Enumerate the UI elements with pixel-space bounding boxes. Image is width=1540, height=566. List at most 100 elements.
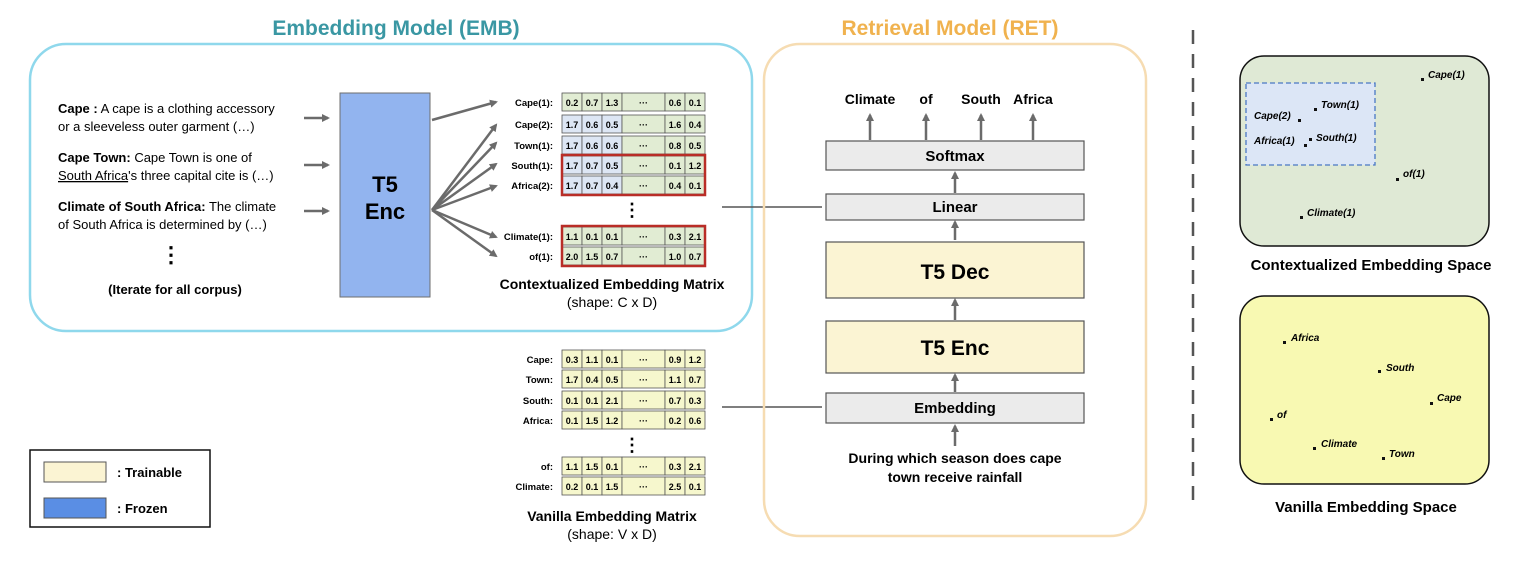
docs-vdots: ⋮ <box>160 242 182 267</box>
ctx-matrix-cell-value: 0.6 <box>669 98 682 108</box>
t5-encoder-label-2: Enc <box>365 199 405 224</box>
van-matrix-row-label: Africa: <box>523 416 553 427</box>
vanilla-point-town: Town <box>1382 449 1415 460</box>
t5-encoder-ret-label: T5 Enc <box>921 337 990 360</box>
ctx-matrix-cell-value: 1.7 <box>566 120 579 130</box>
ctx-matrix-cell-value: 0.8 <box>669 141 682 151</box>
legend-trainable-label: : Trainable <box>117 465 182 480</box>
output-token-south: South <box>961 91 1001 107</box>
svg-text:Cape(1): Cape(1) <box>1428 70 1465 81</box>
vanilla-space-title: Vanilla Embedding Space <box>1275 499 1457 516</box>
vanilla-space <box>1239 295 1490 485</box>
embedding-layer <box>825 392 1085 424</box>
van-matrix-cell-value: ··· <box>639 462 648 472</box>
ctx-matrix-row-label: of(1): <box>529 252 553 263</box>
van-matrix-cell <box>684 390 706 410</box>
ctx-matrix-cell-value: 0.4 <box>689 120 702 130</box>
vanilla-point-south: South <box>1378 363 1414 374</box>
svg-text:Town(1): Town(1) <box>1321 100 1360 111</box>
van-matrix-title: Vanilla Embedding Matrix <box>527 508 697 524</box>
van-matrix-cell-value: 0.7 <box>689 375 702 385</box>
van-matrix-cell-value: 0.7 <box>669 396 682 406</box>
ret-panel <box>762 42 1148 538</box>
van-matrix-cell-value: 1.5 <box>586 416 599 426</box>
ctx-matrix-cell-value: 0.3 <box>669 232 682 242</box>
legend-frozen-label: : Frozen <box>117 501 168 516</box>
van-matrix-cell-value: 0.1 <box>566 416 579 426</box>
svg-text:Cape : A cape is a clothing ac: Cape : A cape is a clothing accessory <box>58 101 275 116</box>
encoder-arrows <box>431 99 498 258</box>
van-matrix-cell-value: 0.2 <box>566 482 579 492</box>
t5-encoder-trainable <box>825 320 1085 374</box>
doc-cape: Cape : A cape is a clothing accessory or… <box>58 101 275 134</box>
ctx-matrix-cell-value: ··· <box>639 161 648 171</box>
output-token-africa: Africa <box>1013 91 1053 107</box>
svg-text:or a sleeveless outer garment: or a sleeveless outer garment (…) <box>58 119 255 134</box>
ctx-matrix-cell-value: 0.2 <box>566 98 579 108</box>
doc-cape-town: Cape Town: Cape Town is one of South Afr… <box>58 150 274 183</box>
svg-text:of South Africa is determined: of South Africa is determined by (…) <box>58 217 267 232</box>
van-matrix-cell-value: 1.7 <box>566 375 579 385</box>
emb-panel <box>28 42 754 333</box>
ctx-point-of1: of(1) <box>1396 169 1425 181</box>
svg-text:South(1): South(1) <box>1316 133 1357 144</box>
van-matrix-cell-value: 1.5 <box>586 462 599 472</box>
van-matrix-cell <box>684 369 706 389</box>
van-matrix-cell-value: 1.1 <box>566 462 579 472</box>
ctx-matrix-cell-value: 0.6 <box>586 120 599 130</box>
svg-text:of(1): of(1) <box>1403 169 1425 180</box>
van-matrix-cell <box>684 456 706 476</box>
van-matrix-cell-value: 0.1 <box>586 482 599 492</box>
ctx-point-climate1: Climate(1) <box>1300 208 1356 219</box>
van-matrix-cell-value: 1.2 <box>606 416 619 426</box>
van-matrix-cell-value: ··· <box>639 396 648 406</box>
van-matrix-cell-value: 0.1 <box>566 396 579 406</box>
softmax-layer <box>825 140 1085 171</box>
ctx-matrix-cell-value: 0.1 <box>606 232 619 242</box>
query-line-1: During which season does cape <box>848 450 1061 466</box>
van-matrix-cell-value: 1.5 <box>606 482 619 492</box>
svg-text:Cape(2): Cape(2) <box>1254 111 1291 122</box>
ctx-matrix-cell-value: 1.2 <box>689 161 702 171</box>
van-matrix-cell-value: ··· <box>639 416 648 426</box>
svg-text:Town: Town <box>1389 449 1415 460</box>
van-matrix-cell-value: 0.1 <box>606 462 619 472</box>
ctx-matrix-cell-value: 0.6 <box>586 141 599 151</box>
iterate-label: (Iterate for all corpus) <box>108 282 242 297</box>
ctx-highlight-south-africa <box>560 153 707 197</box>
van-matrix-row-label: South: <box>523 396 553 407</box>
ctx-highlight-climate-of <box>560 224 707 268</box>
svg-text:Climate of South Africa: The c: Climate of South Africa: The climate <box>58 199 276 214</box>
ctx-points: Cape(1) Cape(2) Town(1) Africa(1) South(… <box>1253 70 1465 219</box>
ctx-space-title: Contextualized Embedding Space <box>1251 257 1492 274</box>
svg-text:Cape Town: Cape Town is one of: Cape Town: Cape Town is one of <box>58 150 252 165</box>
doc-arrows <box>304 114 330 215</box>
svg-text:Africa: Africa <box>1290 333 1320 344</box>
ctx-matrix-cell <box>684 92 706 112</box>
ctx-matrix-cell-value: 0.1 <box>689 181 702 191</box>
van-matrix-row-label: of: <box>541 462 553 473</box>
van-matrix-row-label: Town: <box>526 375 553 386</box>
ctx-matrix-cell-value: 0.5 <box>606 161 619 171</box>
ctx-matrix-row-label: South(1): <box>511 161 553 172</box>
ctx-matrix-cell-value: 0.7 <box>586 181 599 191</box>
van-matrix-cell-value: ··· <box>639 375 648 385</box>
ctx-matrix-cell-value: ··· <box>639 181 648 191</box>
ctx-matrix-cell-value: 0.5 <box>606 120 619 130</box>
van-matrix-cell-value: 0.2 <box>669 416 682 426</box>
van-matrix-cell-value: 1.1 <box>669 375 682 385</box>
query-line-2: town receive rainfall <box>888 469 1023 485</box>
ctx-matrix-row-label: Cape(2): <box>515 120 553 131</box>
van-matrix-cell-value: 0.3 <box>669 462 682 472</box>
svg-text:Climate: Climate <box>1321 439 1358 450</box>
t5-encoder-label-1: T5 <box>372 172 398 197</box>
svg-text:South: South <box>1386 363 1414 374</box>
van-matrix-cell-value: 2.5 <box>669 482 682 492</box>
ctx-matrix-cell-value: 0.4 <box>669 181 682 191</box>
